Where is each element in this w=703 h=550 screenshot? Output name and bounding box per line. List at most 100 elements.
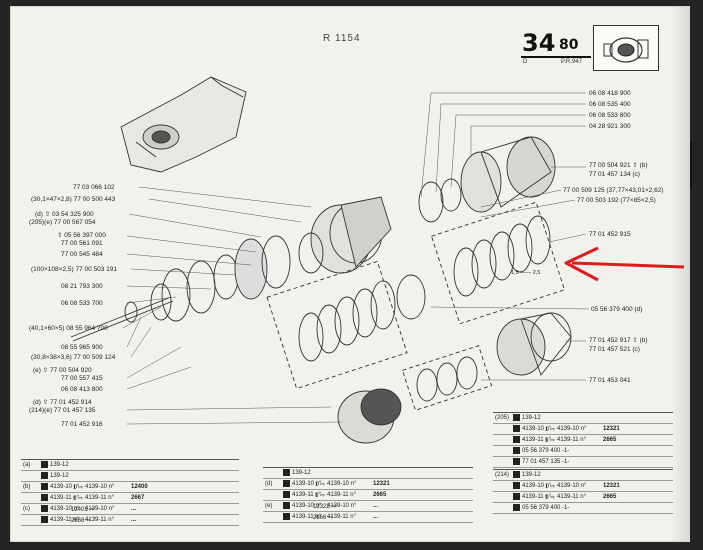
row-target: 4139-10 n° [327,481,357,487]
type-square-icon [41,516,48,524]
row-code: 4139-11 n° [513,493,551,501]
type-square-icon [513,425,520,433]
section-number: 34 [522,29,556,57]
table-row: 05 56 379 400 -1- [493,446,673,457]
part-number-label: 08 21 793 300 [61,283,103,290]
type-square-icon [513,458,520,466]
row-value: 2665 [373,492,387,498]
row-value: ... [131,517,137,523]
bottom-hub [337,388,402,444]
type-square-icon [513,447,520,455]
part-number-label: 06 08 535 400 [589,101,631,108]
table-row: (c)4139-10 n°12401 ⇨4139-10 n°... [21,504,239,515]
row-code: 05 56 379 400 -1- [513,504,569,512]
table-row: (a) 139-12 [21,460,239,471]
part-number-label: 77 01 452 917 ⇧ (b) [589,337,648,344]
row-code: 139-12 [513,414,543,422]
type-square-icon [513,493,520,501]
table-row: (214)139-12 [493,470,673,481]
row-value: 2665 [603,494,617,500]
part-number-label: 08 55 965 900 [61,344,103,351]
type-square-icon [283,469,290,477]
gearbox-thumbnail [593,25,659,71]
row-code-text: 4139-10 n° [292,481,322,488]
row-ref: (205) [495,415,510,421]
type-square-icon [513,471,520,479]
row-range: 12322 ⇨ [313,503,337,510]
row-code-text: 05 56 379 400 -1- [522,505,570,512]
row-ref: (a) [23,462,31,468]
row-code: 139-12 [41,461,71,469]
row-code: 139-12 [283,469,313,477]
row-ref: (b) [23,484,31,490]
type-square-icon [41,505,48,513]
part-number-label: (d) ⇧ 77 01 452 914 [33,399,92,406]
part-number-label: ⇧ 05 56 397 000 [57,232,106,239]
row-code-text: 4139-10 n° [292,503,322,510]
row-target: 4139-10 n° [557,426,587,432]
row-target: 4139-10 n° [85,484,115,490]
row-target: 4139-10 n° [327,503,357,509]
row-ref: (d) [265,481,273,487]
row-code: 4139-11 n° [41,494,79,502]
part-number-label: (100×108×2,5) 77 00 503 191 [31,266,118,273]
part-number-label: 77 00 503 192 (77×85×2,5) [577,197,656,204]
row-code: 4139-11 n° [513,436,551,444]
row-ref: (e) [265,503,273,509]
row-code-text: 4139-11 n° [50,517,79,524]
row-code-text: 4139-11 n° [522,494,551,501]
row-value: 12321 [373,481,390,487]
table-row: 4139-11 n°1 ⇨4139-11 n°2665 [493,492,673,503]
row-range: 2666 ⇨ [313,514,334,521]
part-number-label: 06 08 418 900 [589,90,631,97]
part-number-label: 77 01 457 521 (c) [589,346,640,353]
part-number-label: 77 00 561 091 [61,240,103,247]
row-code-text: 139-12 [50,462,69,469]
part-number-label: 06 08 533 800 [589,112,631,119]
part-number-label: (205)(e) 77 00 567 054 [29,219,96,226]
part-number-label: (30,8×38×3,6) 77 00 509 124 [31,354,116,361]
part-number-label: 77 03 066 102 [73,184,115,191]
row-code: 77 01 457 135 -1- [513,458,569,466]
part-number-label: 77 00 509 125 (37,77×43,01×2,62) [563,187,664,194]
planetary-carrier [496,312,572,376]
row-target: 4139-11 n° [557,437,586,443]
table-row: 05 56 379 400 -1- [493,503,673,514]
row-code: 4139-11 n° [41,516,79,524]
row-code-text: 4139-11 n° [292,492,321,499]
row-code-text: 139-12 [50,473,69,480]
row-value: 2667 [131,495,145,501]
row-target: 4139-11 n° [85,495,114,501]
row-ref: (c) [23,506,30,512]
section-subnumber: 80 [559,37,579,53]
part-number-label: 77 01 457 134 (c) [589,171,640,178]
row-value: ... [373,503,379,509]
section-letter: D [523,59,528,65]
table-row: 4139-11 n°1 ⇨4139-11 n°2665 [263,490,473,501]
table-row: 4139-11 n°2666 ⇨4139-11 n°... [263,512,473,523]
row-code: 139-12 [513,471,543,479]
type-square-icon [283,480,290,488]
row-target: 4139-10 n° [557,483,587,489]
pr-reference: P.R.947 [561,59,582,65]
clutch-plates-right [453,215,551,297]
row-target: 4139-11 n° [557,494,586,500]
type-square-icon [41,472,48,480]
table-row: 4139-10 n°1 ⇨4139-10 n°12321 [493,424,673,435]
row-value: 2665 [603,437,617,443]
row-code-text: 4139-10 n° [522,483,552,490]
type-square-icon [283,502,290,510]
table-row: 139-12 [263,468,473,479]
type-square-icon [513,436,520,444]
section-underline [521,56,591,58]
table-row: 4139-10 n°1 ⇨4139-10 n°12321 [493,481,673,492]
row-range: 1 ⇨ [72,484,84,491]
row-target: 4139-11 n° [85,517,114,523]
row-range: 1 ⇨ [544,483,556,490]
row-code: 139-12 [41,472,71,480]
part-number-label: (d) ⇧ 03 54 325 900 [35,211,94,218]
clutch-drum [298,196,392,274]
